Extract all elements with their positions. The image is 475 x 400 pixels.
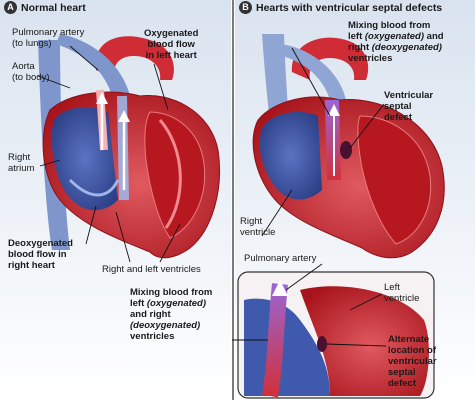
flow-arrow-head	[96, 92, 108, 104]
inset-arrow-head	[272, 280, 288, 296]
panel-a-title: Normal heart	[21, 1, 86, 14]
leader-lines	[37, 45, 387, 347]
panel-b-header: B Hearts with ventricular septal defects	[239, 1, 442, 14]
label-pulmonary-artery-inset: Pulmonary artery	[244, 253, 317, 264]
label-oxygenated-flow: Oxygenated blood flow in left heart	[144, 28, 199, 61]
panel-b-title: Hearts with ventricular septal defects	[256, 1, 443, 14]
inset-mixed-flow	[262, 283, 288, 398]
mixed-flow-arrow-head	[328, 104, 340, 116]
label-right-ventricle: Right ventricle	[240, 216, 276, 238]
label-ventricular-septal-defect: Ventricular septal defect	[384, 90, 434, 123]
label-left-ventricle: Left ventricle	[384, 282, 420, 304]
inset-left-ventricle	[300, 286, 429, 396]
normal-heart	[38, 34, 221, 259]
panel-b-badge: B	[239, 1, 252, 14]
label-pulmonary-artery: Pulmonary artery (to lungs)	[12, 27, 85, 49]
inset-defect-hole	[317, 336, 327, 352]
deoxy-flow-curve	[68, 178, 120, 197]
label-mixing-top: Mixing blood from left (oxygenated) and …	[348, 20, 444, 64]
left-ventricle-b	[357, 115, 432, 245]
aorta-arch-b	[291, 37, 369, 80]
vsd-inset	[237, 271, 435, 399]
label-right-atrium: Right atrium	[8, 152, 35, 174]
label-mixing-bottom: Mixing blood from left (oxygenated) and …	[130, 287, 213, 342]
label-alternate-location: Alternate location of ventricular septal…	[388, 334, 437, 389]
pulmonary-artery-b	[276, 44, 346, 100]
septal-defect-hole	[340, 141, 352, 159]
left-ventricle-cavity	[144, 111, 206, 239]
label-right-left-ventricles: Right and left ventricles	[102, 264, 201, 275]
panel-a-badge: A	[4, 1, 17, 14]
right-ventricle-b	[259, 112, 322, 200]
label-deoxygenated-flow: Deoxygenated blood flow in right heart	[8, 238, 73, 271]
panel-a-header: A Normal heart	[4, 1, 86, 14]
vsd-heart	[252, 34, 445, 259]
aorta-arch	[95, 36, 174, 80]
label-aorta: Aorta (to body)	[12, 61, 50, 83]
oxy-flow-curve	[158, 119, 182, 229]
flow-arrow-head-2	[118, 110, 130, 122]
